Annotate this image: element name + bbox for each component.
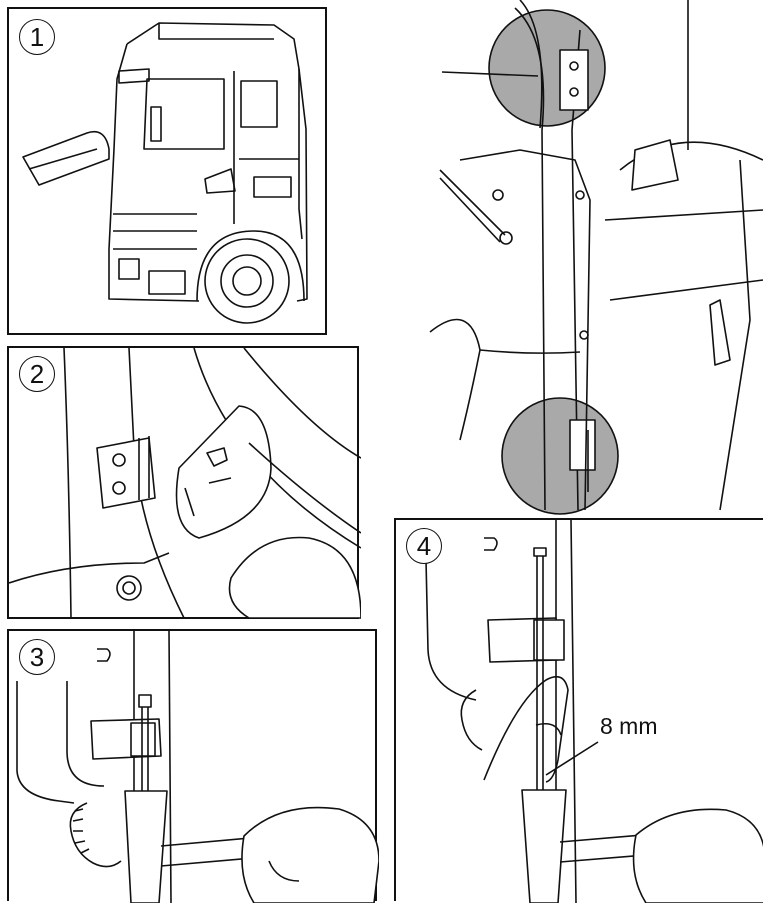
step-number-1: 1 <box>19 19 55 55</box>
step-2-panel: 2 <box>7 346 359 619</box>
hinge-cover-removal-illustration <box>9 348 361 621</box>
step-number-4: 4 <box>406 528 442 564</box>
step-3-panel: 3 <box>7 629 377 901</box>
pin-removal-hammer-illustration <box>9 631 379 903</box>
hinge-location-detail <box>420 0 763 516</box>
measurement-label: 8 mm <box>600 713 658 740</box>
pin-8mm-illustration <box>396 520 763 903</box>
step-1-panel: 1 <box>7 7 327 335</box>
truck-cab-illustration <box>9 9 329 337</box>
cab-door-hinges-illustration <box>420 0 763 516</box>
step-number-3: 3 <box>19 639 55 675</box>
step-4-panel: 4 8 mm <box>394 518 763 901</box>
step-number-2: 2 <box>19 356 55 392</box>
